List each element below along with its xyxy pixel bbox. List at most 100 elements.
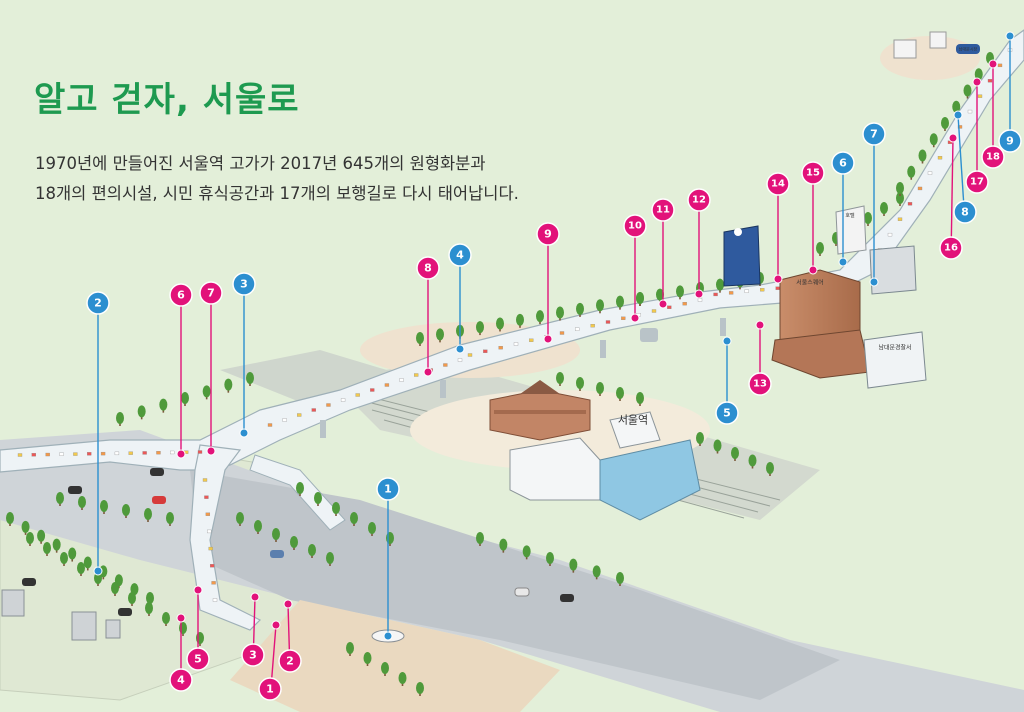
marker-blue-1: 1	[376, 477, 400, 641]
marker-pink-18: 18	[981, 59, 1005, 169]
tree	[122, 504, 130, 518]
marker-label: 4	[456, 249, 464, 262]
marker-label: 7	[207, 287, 215, 300]
tree	[128, 592, 136, 606]
tree	[516, 313, 524, 328]
seoul-square-building: 서울스퀘어	[771, 269, 871, 379]
marker-blue-3: 3	[232, 272, 256, 438]
marker-label: 13	[753, 379, 767, 390]
planter	[197, 450, 203, 454]
tree	[880, 202, 888, 216]
tree	[236, 512, 244, 526]
planter	[977, 94, 983, 98]
station-sign: 서울역	[618, 414, 648, 427]
planter	[760, 288, 765, 292]
tree	[656, 288, 664, 303]
planter	[590, 324, 595, 328]
planter	[31, 453, 36, 457]
marker-anchor-dot	[838, 257, 848, 267]
planter	[100, 451, 106, 456]
marker-anchor-dot	[1005, 31, 1015, 41]
marker-pink-12: 12	[687, 188, 711, 299]
tree	[159, 398, 168, 413]
tree	[576, 377, 584, 391]
marker-blue-2: 2	[86, 291, 110, 576]
tree	[56, 492, 64, 506]
tree	[202, 385, 211, 400]
marker-label: 2	[94, 297, 102, 310]
description-line-1: 1970년에 만들어진 서울역 고가가 2017년 645개의 원형화분과	[35, 154, 486, 173]
planter	[621, 316, 626, 320]
tree	[616, 387, 624, 401]
tree	[896, 182, 904, 196]
tree	[748, 454, 757, 469]
marker-circle	[169, 668, 193, 692]
marker-anchor-dot	[722, 336, 732, 346]
planter	[59, 452, 64, 456]
planter	[651, 309, 657, 313]
marker-circle	[998, 129, 1022, 153]
marker-label: 2	[286, 655, 294, 668]
marker-anchor-dot	[206, 446, 216, 456]
marker-blue-6: 6	[831, 151, 855, 267]
tree	[416, 332, 424, 346]
tree	[137, 405, 146, 420]
marker-anchor-dot	[988, 59, 998, 69]
marker-circle	[651, 198, 675, 222]
marker-label: 1	[266, 683, 274, 696]
planter	[682, 302, 687, 306]
tree	[52, 538, 61, 553]
tree	[731, 447, 739, 461]
marker-anchor-dot	[694, 289, 704, 299]
marker-anchor-dot	[176, 449, 186, 459]
marker-label: 6	[839, 157, 847, 170]
tree	[246, 372, 254, 386]
planter	[897, 217, 903, 221]
marker-circle	[241, 643, 265, 667]
tree	[368, 522, 376, 536]
marker-circle	[169, 283, 193, 307]
marker-circle	[766, 172, 790, 196]
planter	[326, 403, 331, 407]
planter	[204, 495, 209, 499]
tree	[144, 508, 152, 522]
tree	[308, 544, 316, 558]
marker-circle	[536, 222, 560, 246]
bottom-plaza	[230, 600, 560, 712]
tree	[363, 652, 372, 666]
planter	[605, 320, 611, 324]
tree	[816, 242, 824, 256]
planter	[529, 338, 534, 342]
tree	[676, 285, 684, 300]
marker-pink-10: 10	[623, 214, 647, 323]
office-sign: 남대문경찰서	[878, 344, 911, 352]
marker-pink-6: 6	[169, 283, 193, 459]
tree	[616, 572, 624, 586]
marker-pink-4: 4	[169, 613, 193, 692]
marker-pink-15: 15	[801, 161, 825, 275]
marker-pink-5: 5	[186, 585, 210, 671]
marker-pink-8: 8	[416, 256, 440, 377]
tree	[326, 552, 334, 566]
marker-label: 12	[692, 195, 706, 206]
marker-anchor-dot	[176, 613, 186, 623]
tree	[576, 302, 584, 317]
planter	[73, 452, 78, 456]
hill-cluster: 남대문시장	[880, 31, 980, 80]
planter	[340, 398, 346, 402]
planter	[370, 388, 375, 392]
marker-anchor-dot	[808, 265, 818, 275]
marker-blue-7: 7	[862, 122, 886, 287]
marker-anchor-dot	[423, 367, 433, 377]
tree	[569, 558, 578, 573]
marker-label: 8	[424, 262, 432, 275]
marker-anchor-dot	[972, 77, 982, 87]
tree	[43, 542, 51, 556]
marker-anchor-dot	[455, 344, 465, 354]
tree	[254, 520, 262, 534]
tree	[499, 538, 508, 553]
marker-blue-8: 8	[953, 110, 977, 224]
marker-label: 9	[1006, 135, 1014, 148]
tower-sign: 서울스퀘어	[796, 279, 824, 287]
cars	[22, 468, 574, 616]
